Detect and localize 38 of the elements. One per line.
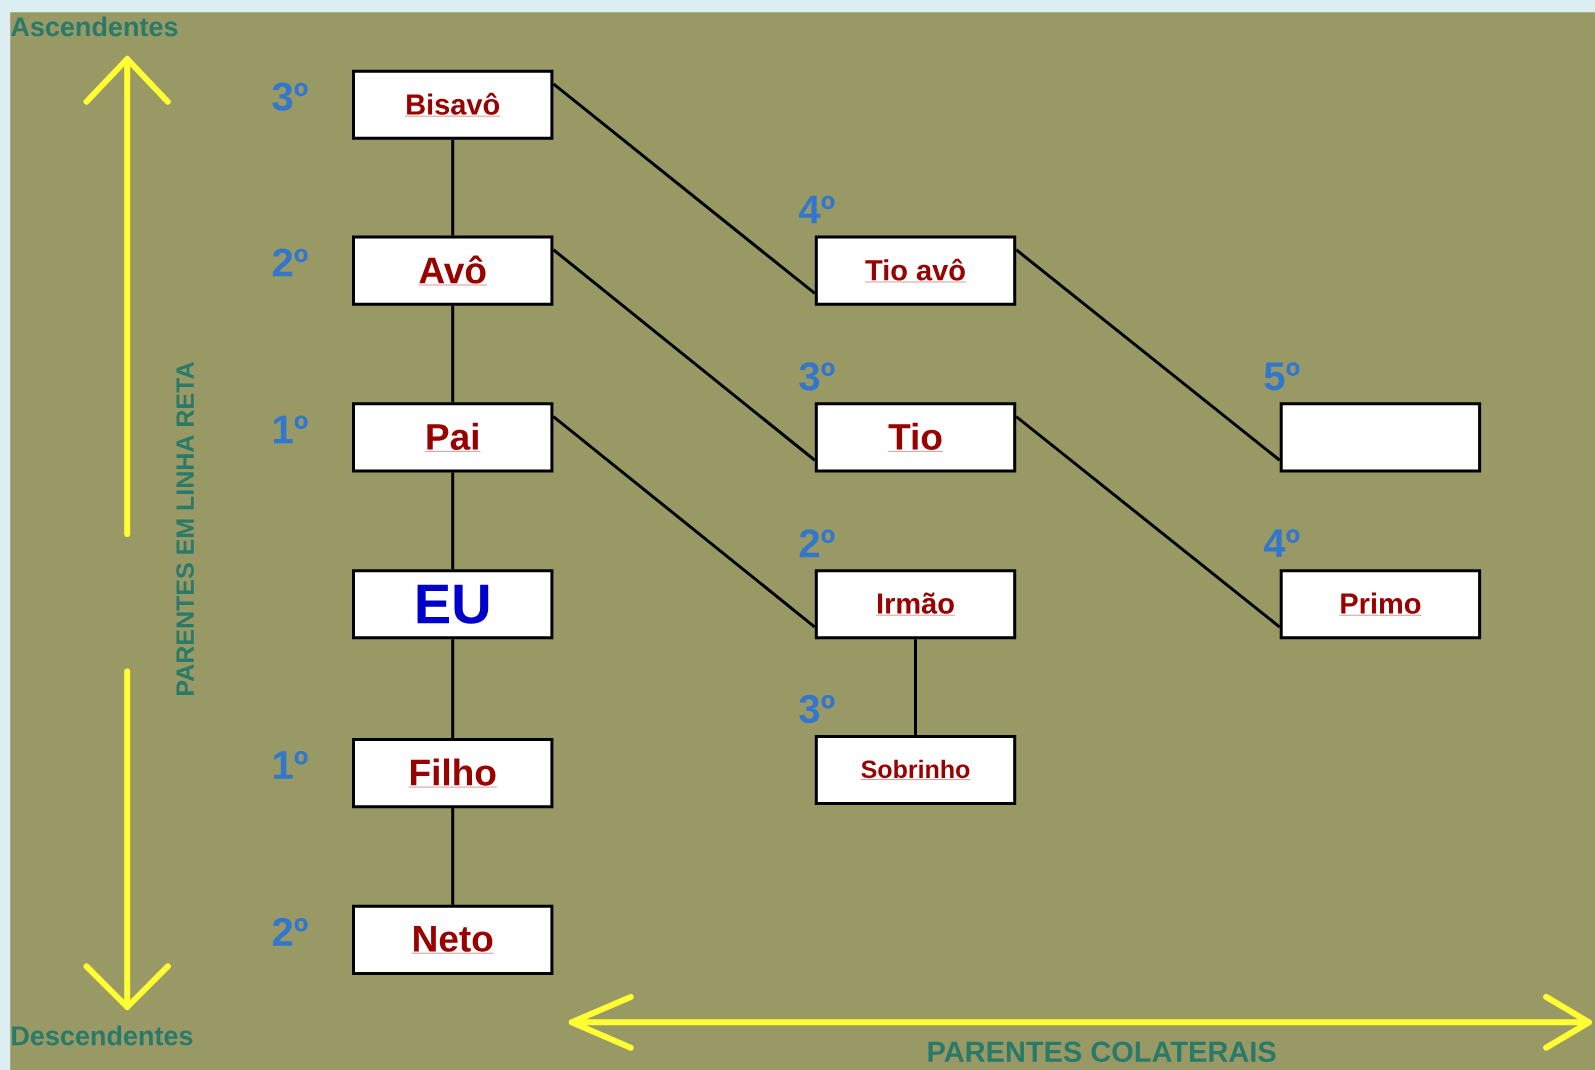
connector-line: [451, 808, 455, 905]
person-box: Bisavô: [352, 69, 554, 140]
axis-label: PARENTES COLATERAIS: [928, 1041, 1276, 1063]
connector-line: [451, 639, 455, 739]
person-box: Tio avô: [814, 235, 1017, 306]
degree-label: 2º: [799, 529, 835, 558]
degree-label: 4º: [1263, 529, 1300, 558]
person-box: Tio: [814, 402, 1017, 473]
degree-label: 4º: [799, 195, 835, 224]
person-box: EU: [352, 569, 554, 640]
connector-line: [1015, 415, 1281, 629]
connector-line: [451, 305, 455, 403]
degree-label: 3º: [799, 694, 835, 724]
person-box: Pai: [352, 402, 554, 473]
person-box: Avô: [352, 235, 554, 306]
connector-line: [914, 639, 917, 735]
degree-label: 1º: [274, 751, 308, 779]
connector-line: [451, 139, 455, 236]
person-box: Neto: [352, 904, 554, 975]
person-box: Irmão: [814, 569, 1017, 640]
connector-line: [451, 472, 455, 570]
axis-label: PARENTES EM LINHA RETA: [176, 362, 194, 695]
connector-line: [552, 415, 816, 629]
degree-label: 5º: [1264, 362, 1300, 391]
degree-label: 3º: [799, 362, 835, 391]
degree-label: 1º: [274, 415, 308, 444]
person-box: Sobrinho: [814, 734, 1017, 806]
person-box: Filho: [352, 738, 554, 809]
axis-label: Descendentes: [12, 1025, 193, 1046]
person-box: Primo: [1279, 569, 1482, 640]
empty-box: [1279, 402, 1482, 473]
connector-line: [552, 248, 816, 462]
degree-label: 3º: [272, 82, 308, 111]
connector-line: [1015, 248, 1281, 462]
connector-line: [552, 82, 816, 295]
degree-label: 2º: [272, 917, 308, 946]
degree-label: 2º: [272, 248, 308, 277]
axis-label: Ascendentes: [11, 16, 178, 37]
